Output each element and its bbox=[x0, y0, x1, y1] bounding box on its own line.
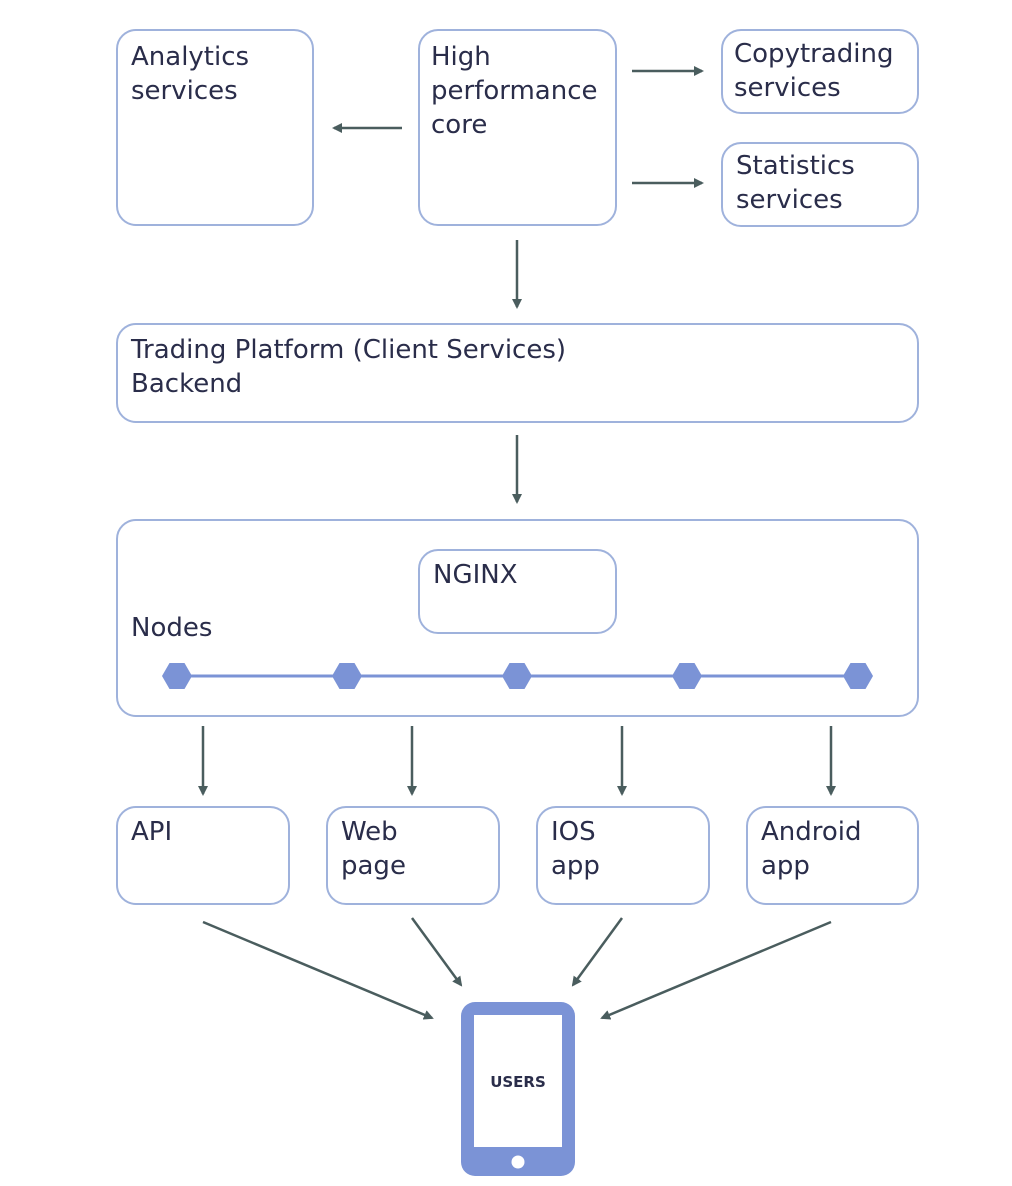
arrow-ios-to-users bbox=[571, 917, 624, 987]
api-label: API bbox=[131, 815, 172, 849]
smartphone-home-button bbox=[511, 1155, 525, 1169]
ios-app-label: IOS app bbox=[551, 815, 600, 883]
high-performance-core-box bbox=[418, 29, 617, 226]
nginx-label: NGINX bbox=[433, 558, 518, 592]
trading-platform-box bbox=[116, 323, 919, 423]
core-line-3: core bbox=[431, 110, 488, 140]
statistics-line-1: Statistics bbox=[736, 151, 855, 181]
api-box bbox=[116, 806, 290, 905]
arrow-android-to-users bbox=[600, 920, 832, 1020]
android-app-box bbox=[746, 806, 919, 905]
trading-platform-label: Trading Platform (Client Services) Backe… bbox=[131, 333, 566, 401]
nodes-line-1: Nodes bbox=[131, 613, 213, 643]
trading-platform-line-2: Backend bbox=[131, 369, 243, 399]
android-line-2: app bbox=[761, 851, 810, 881]
copytrading-line-2: services bbox=[734, 73, 841, 103]
node-hexagon-3 bbox=[502, 663, 532, 689]
nodes-label: Nodes bbox=[131, 611, 212, 645]
arrow-api-to-users bbox=[202, 920, 434, 1020]
analytics-services-label: Analytics services bbox=[131, 40, 249, 108]
arrow-web-to-users bbox=[410, 917, 463, 987]
android-app-label: Android app bbox=[761, 815, 862, 883]
high-performance-core-label: High performance core bbox=[431, 40, 598, 142]
android-line-1: Android bbox=[761, 817, 862, 847]
users-label: USERS bbox=[490, 1073, 546, 1091]
ios-app-box bbox=[536, 806, 710, 905]
ios-line-1: IOS bbox=[551, 817, 596, 847]
node-hexagon-5 bbox=[843, 663, 873, 689]
statistics-line-2: services bbox=[736, 185, 843, 215]
node-hexagon-4 bbox=[672, 663, 702, 689]
node-hexagon-2 bbox=[332, 663, 362, 689]
core-line-1: High bbox=[431, 42, 491, 72]
trading-platform-line-1: Trading Platform (Client Services) bbox=[131, 335, 567, 365]
smartphone-screen bbox=[474, 1015, 562, 1147]
ios-line-2: app bbox=[551, 851, 600, 881]
copytrading-line-1: Copytrading bbox=[734, 39, 894, 69]
statistics-services-box bbox=[721, 142, 919, 227]
core-line-2: performance bbox=[431, 76, 598, 106]
api-line-1: API bbox=[131, 817, 173, 847]
statistics-services-label: Statistics services bbox=[736, 149, 855, 217]
analytics-services-box bbox=[116, 29, 314, 226]
analytics-line-1: Analytics bbox=[131, 42, 250, 72]
analytics-line-2: services bbox=[131, 76, 238, 106]
web-line-1: Web bbox=[341, 817, 398, 847]
web-page-box bbox=[326, 806, 500, 905]
node-hexagon-1 bbox=[162, 663, 192, 689]
web-page-label: Web page bbox=[341, 815, 406, 883]
copytrading-services-label: Copytrading services bbox=[734, 37, 893, 105]
web-line-2: page bbox=[341, 851, 406, 881]
copytrading-services-box bbox=[721, 29, 919, 114]
nginx-line-1: NGINX bbox=[433, 560, 518, 590]
nginx-box bbox=[418, 549, 617, 634]
